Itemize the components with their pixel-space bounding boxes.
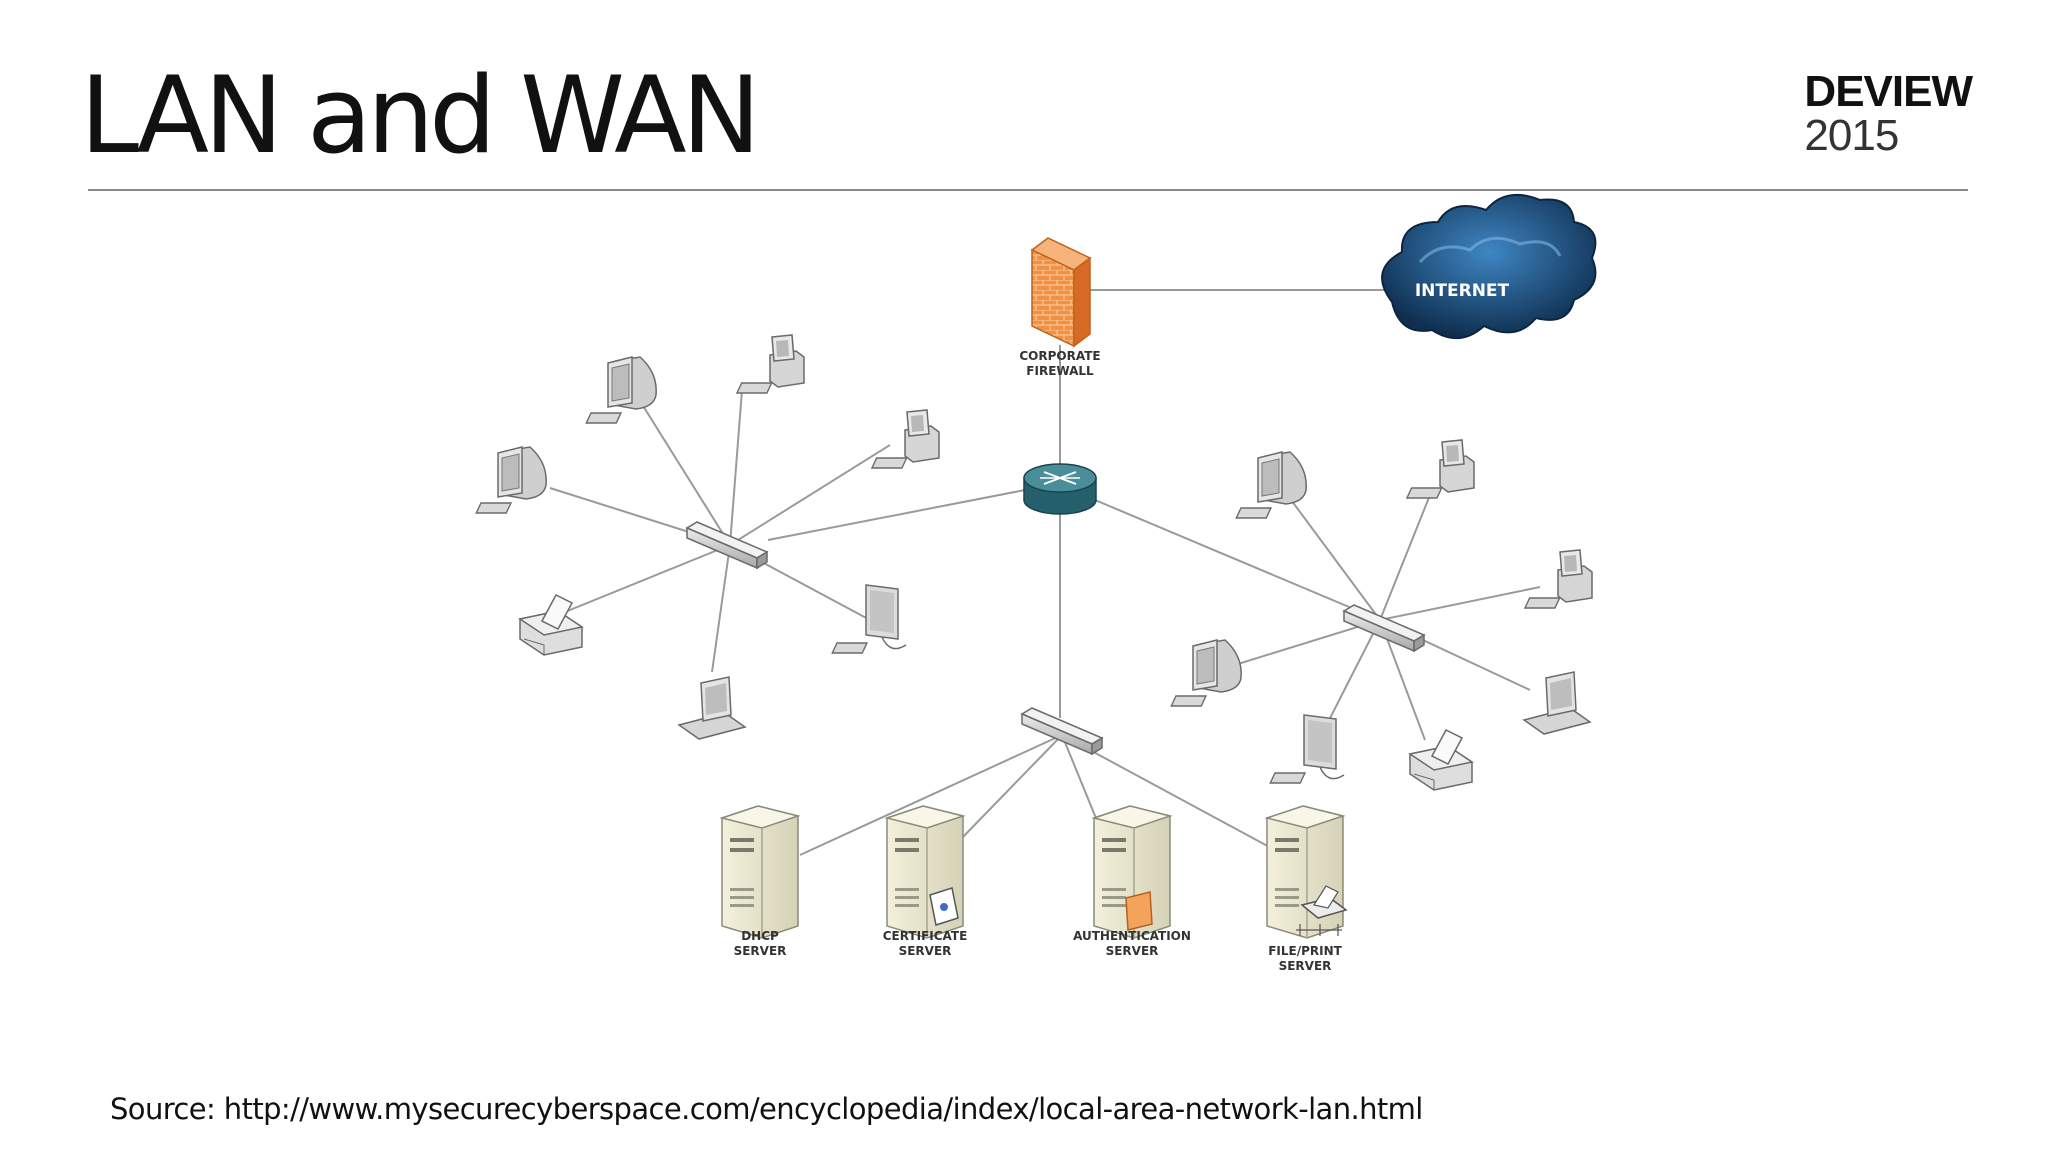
desktop-computer-icon — [736, 334, 805, 394]
server-label-line1: AUTHENTICATION — [1073, 929, 1191, 943]
laptop-icon — [1523, 671, 1591, 735]
logo-line1: DEVIEW — [1804, 67, 1973, 116]
desktop-computer-icon — [871, 409, 940, 469]
server-labels: DHCP SERVER CERTIFICATE SERVER AUTHENTIC… — [734, 929, 1343, 973]
printer-icon — [1409, 729, 1473, 791]
crt-monitor-icon — [1235, 451, 1307, 519]
desktop-computer-icon — [1406, 439, 1475, 499]
desktop-computer-icon — [1524, 549, 1593, 609]
firewall-label-line2: FIREWALL — [1026, 364, 1094, 378]
laptop-icon — [678, 676, 746, 740]
firewall-label-line1: CORPORATE — [1019, 349, 1100, 363]
server-label-line1: DHCP — [741, 929, 779, 943]
logo-line2: 2015 — [1804, 111, 1899, 160]
firewall-icon — [1030, 237, 1092, 348]
source-citation: Source: http://www.mysecurecyberspace.co… — [110, 1092, 1423, 1126]
slide-title: LAN and WAN — [80, 54, 761, 177]
print-tray-icon — [1296, 885, 1348, 936]
router-icon — [1023, 463, 1097, 515]
lock-icon — [1125, 891, 1153, 931]
crt-monitor-icon — [1170, 639, 1242, 707]
server-label-line1: CERTIFICATE — [883, 929, 968, 943]
crt-monitor-icon — [475, 446, 547, 514]
flat-monitor-icon — [831, 584, 907, 654]
internet-label: INTERNET — [1415, 281, 1510, 301]
title-divider — [88, 189, 1968, 191]
server-label-line2: SERVER — [1106, 944, 1159, 958]
flat-monitor-icon — [1269, 714, 1345, 784]
dhcp-server-icon — [721, 805, 799, 939]
certificate-icon — [929, 887, 959, 926]
server-label-line2: SERVER — [1279, 959, 1332, 973]
server-label-line1: FILE/PRINT — [1268, 944, 1342, 958]
deview-logo: DEVIEW 2015 — [1804, 67, 1973, 160]
file-print-server-icon — [1266, 805, 1344, 939]
internet-cloud-icon — [1381, 193, 1597, 339]
server-label-line2: SERVER — [899, 944, 952, 958]
server-label-line2: SERVER — [734, 944, 787, 958]
crt-monitor-icon — [585, 356, 657, 424]
printer-icon — [519, 594, 583, 656]
